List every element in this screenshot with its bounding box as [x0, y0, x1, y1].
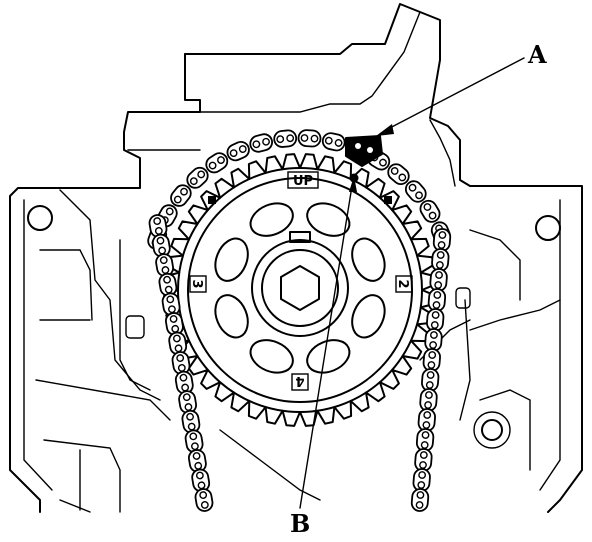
chain-link — [387, 163, 410, 186]
camshaft-sprocket — [163, 153, 437, 427]
chain-link — [205, 152, 229, 174]
callout-b-label: B — [290, 509, 310, 538]
right-lower-bolt-hole — [481, 419, 503, 441]
chain-link — [151, 233, 171, 258]
chain-link — [165, 312, 184, 336]
chain-link — [421, 368, 440, 392]
mark-3: 3 — [189, 275, 207, 293]
chain-link — [194, 488, 214, 512]
chain-link — [273, 129, 298, 148]
chain-link — [226, 140, 250, 162]
chain-link — [424, 328, 443, 352]
chain-link — [412, 468, 431, 492]
sprocket-window — [249, 339, 294, 374]
chain-link — [419, 199, 441, 223]
chain-link — [297, 129, 322, 148]
chain-link — [414, 448, 433, 472]
chain-link — [191, 468, 211, 493]
chain-link — [427, 288, 447, 312]
chain-link — [148, 214, 168, 238]
mark-2-label: 2 — [395, 279, 410, 288]
chain-link — [410, 488, 430, 512]
chain-link — [188, 449, 207, 473]
mark-2: 2 — [395, 275, 413, 293]
chain-link — [170, 184, 192, 207]
left-bolt-hole — [27, 205, 53, 231]
callout-a: A — [376, 40, 547, 136]
sprocket-window — [214, 237, 249, 282]
chain-link — [429, 268, 448, 292]
colored-chain-link — [345, 135, 383, 167]
sprocket-window — [351, 237, 386, 282]
mark-4-label: 4 — [295, 373, 304, 388]
callout-b: B — [290, 176, 357, 538]
sprocket-window — [306, 339, 351, 374]
callout-a-label: A — [527, 40, 547, 69]
chain-link — [417, 408, 436, 432]
sprocket-window — [214, 294, 249, 339]
sprocket-marks: UP 2 3 4 — [189, 171, 413, 391]
sprocket-window — [306, 202, 351, 237]
chain-link — [432, 228, 452, 252]
chain-link — [415, 428, 435, 452]
chain-link — [404, 180, 427, 203]
sprocket-hub — [251, 239, 349, 337]
chain-link — [249, 133, 274, 153]
right-upper-bolt-hole — [535, 215, 561, 241]
up-mark: UP — [287, 171, 319, 189]
chain-link — [431, 248, 450, 272]
hex-bolt — [280, 265, 320, 311]
sprocket-windows — [214, 202, 386, 374]
chain-link — [426, 308, 445, 332]
up-mark-label: UP — [293, 174, 313, 189]
chain-link — [321, 132, 346, 152]
mark-3-label: 3 — [189, 279, 204, 288]
sprocket-window — [249, 202, 294, 237]
chain-link — [419, 388, 438, 412]
chain-link — [186, 166, 209, 189]
mark-4: 4 — [291, 373, 309, 391]
sprocket-window — [351, 294, 386, 339]
engine-block-outline — [9, 3, 583, 513]
timing-chain — [147, 129, 452, 512]
chain-link — [184, 429, 204, 454]
chain-link — [422, 348, 441, 372]
chain-link — [174, 370, 194, 395]
